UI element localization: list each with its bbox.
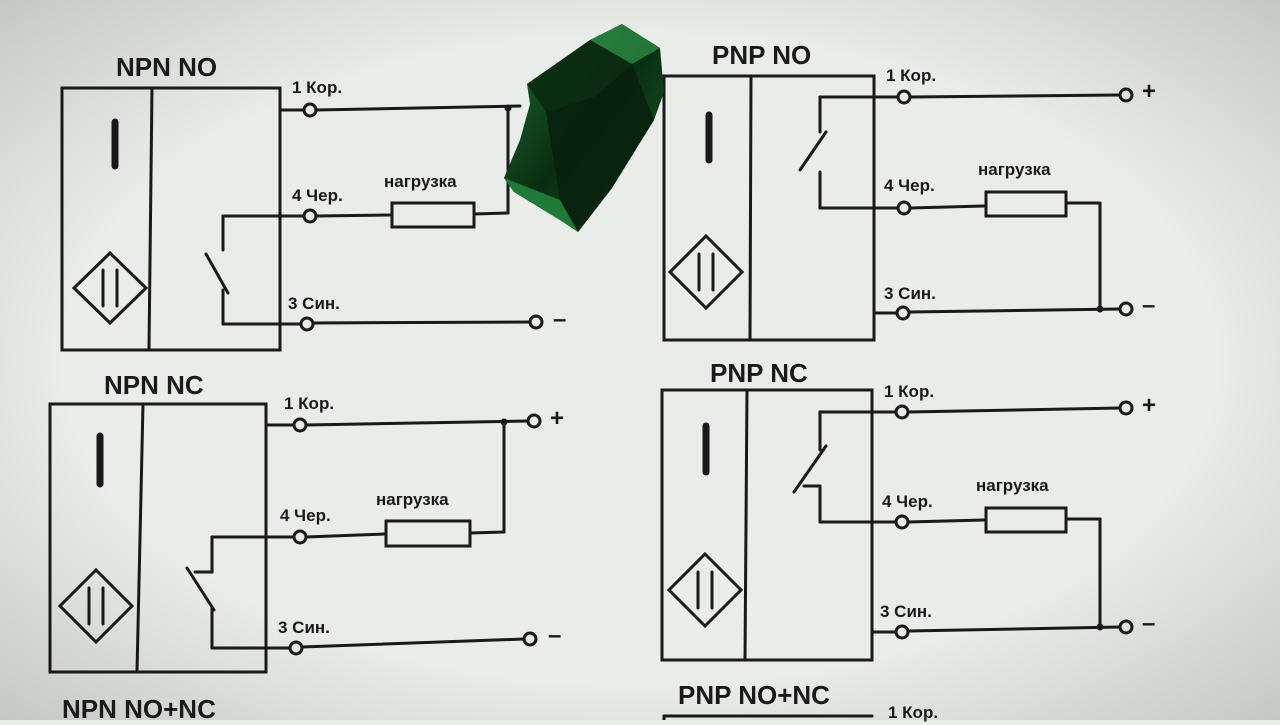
title-pnp-no-nc: PNP NO+NC: [678, 680, 830, 710]
pin-label-blue: 3 Син.: [880, 602, 932, 621]
title-pnp-nc: PNP NC: [710, 358, 808, 388]
plus-terminal: +: [1142, 392, 1157, 419]
pin-label-brown: 1 Кор.: [884, 382, 935, 401]
minus-terminal: –: [1142, 292, 1156, 319]
pin-label-blue: 3 Син.: [278, 618, 330, 637]
pin-label-brown: 1 Кор.: [292, 78, 343, 97]
pin-label-brown: 1 Кор.: [888, 703, 939, 722]
title-npn-nc: NPN NC: [104, 370, 204, 400]
title-npn-no-nc: NPN NO+NC: [62, 694, 216, 724]
minus-terminal: –: [553, 306, 567, 333]
minus-terminal: –: [1142, 610, 1156, 637]
pin-label-black: 4 Чер.: [882, 492, 933, 511]
load-label: нагрузка: [978, 160, 1051, 179]
load-label: нагрузка: [384, 172, 457, 191]
pin-label-brown: 1 Кор.: [284, 394, 335, 413]
pin-label-blue: 3 Син.: [884, 284, 936, 303]
title-pnp-no: PNP NO: [712, 40, 812, 70]
title-npn-no: NPN NO: [116, 52, 218, 82]
minus-terminal: –: [548, 622, 562, 649]
plus-terminal: +: [550, 405, 565, 432]
load-label: нагрузка: [976, 476, 1049, 495]
pin-label-black: 4 Чер.: [280, 506, 331, 525]
pin-label-blue: 3 Син.: [288, 294, 340, 313]
plus-terminal: +: [1142, 78, 1157, 105]
load-label: нагрузка: [376, 490, 449, 509]
pin-label-brown: 1 Кор.: [886, 66, 937, 85]
pin-label-black: 4 Чер.: [884, 176, 935, 195]
pin-label-black: 4 Чер.: [292, 186, 343, 205]
